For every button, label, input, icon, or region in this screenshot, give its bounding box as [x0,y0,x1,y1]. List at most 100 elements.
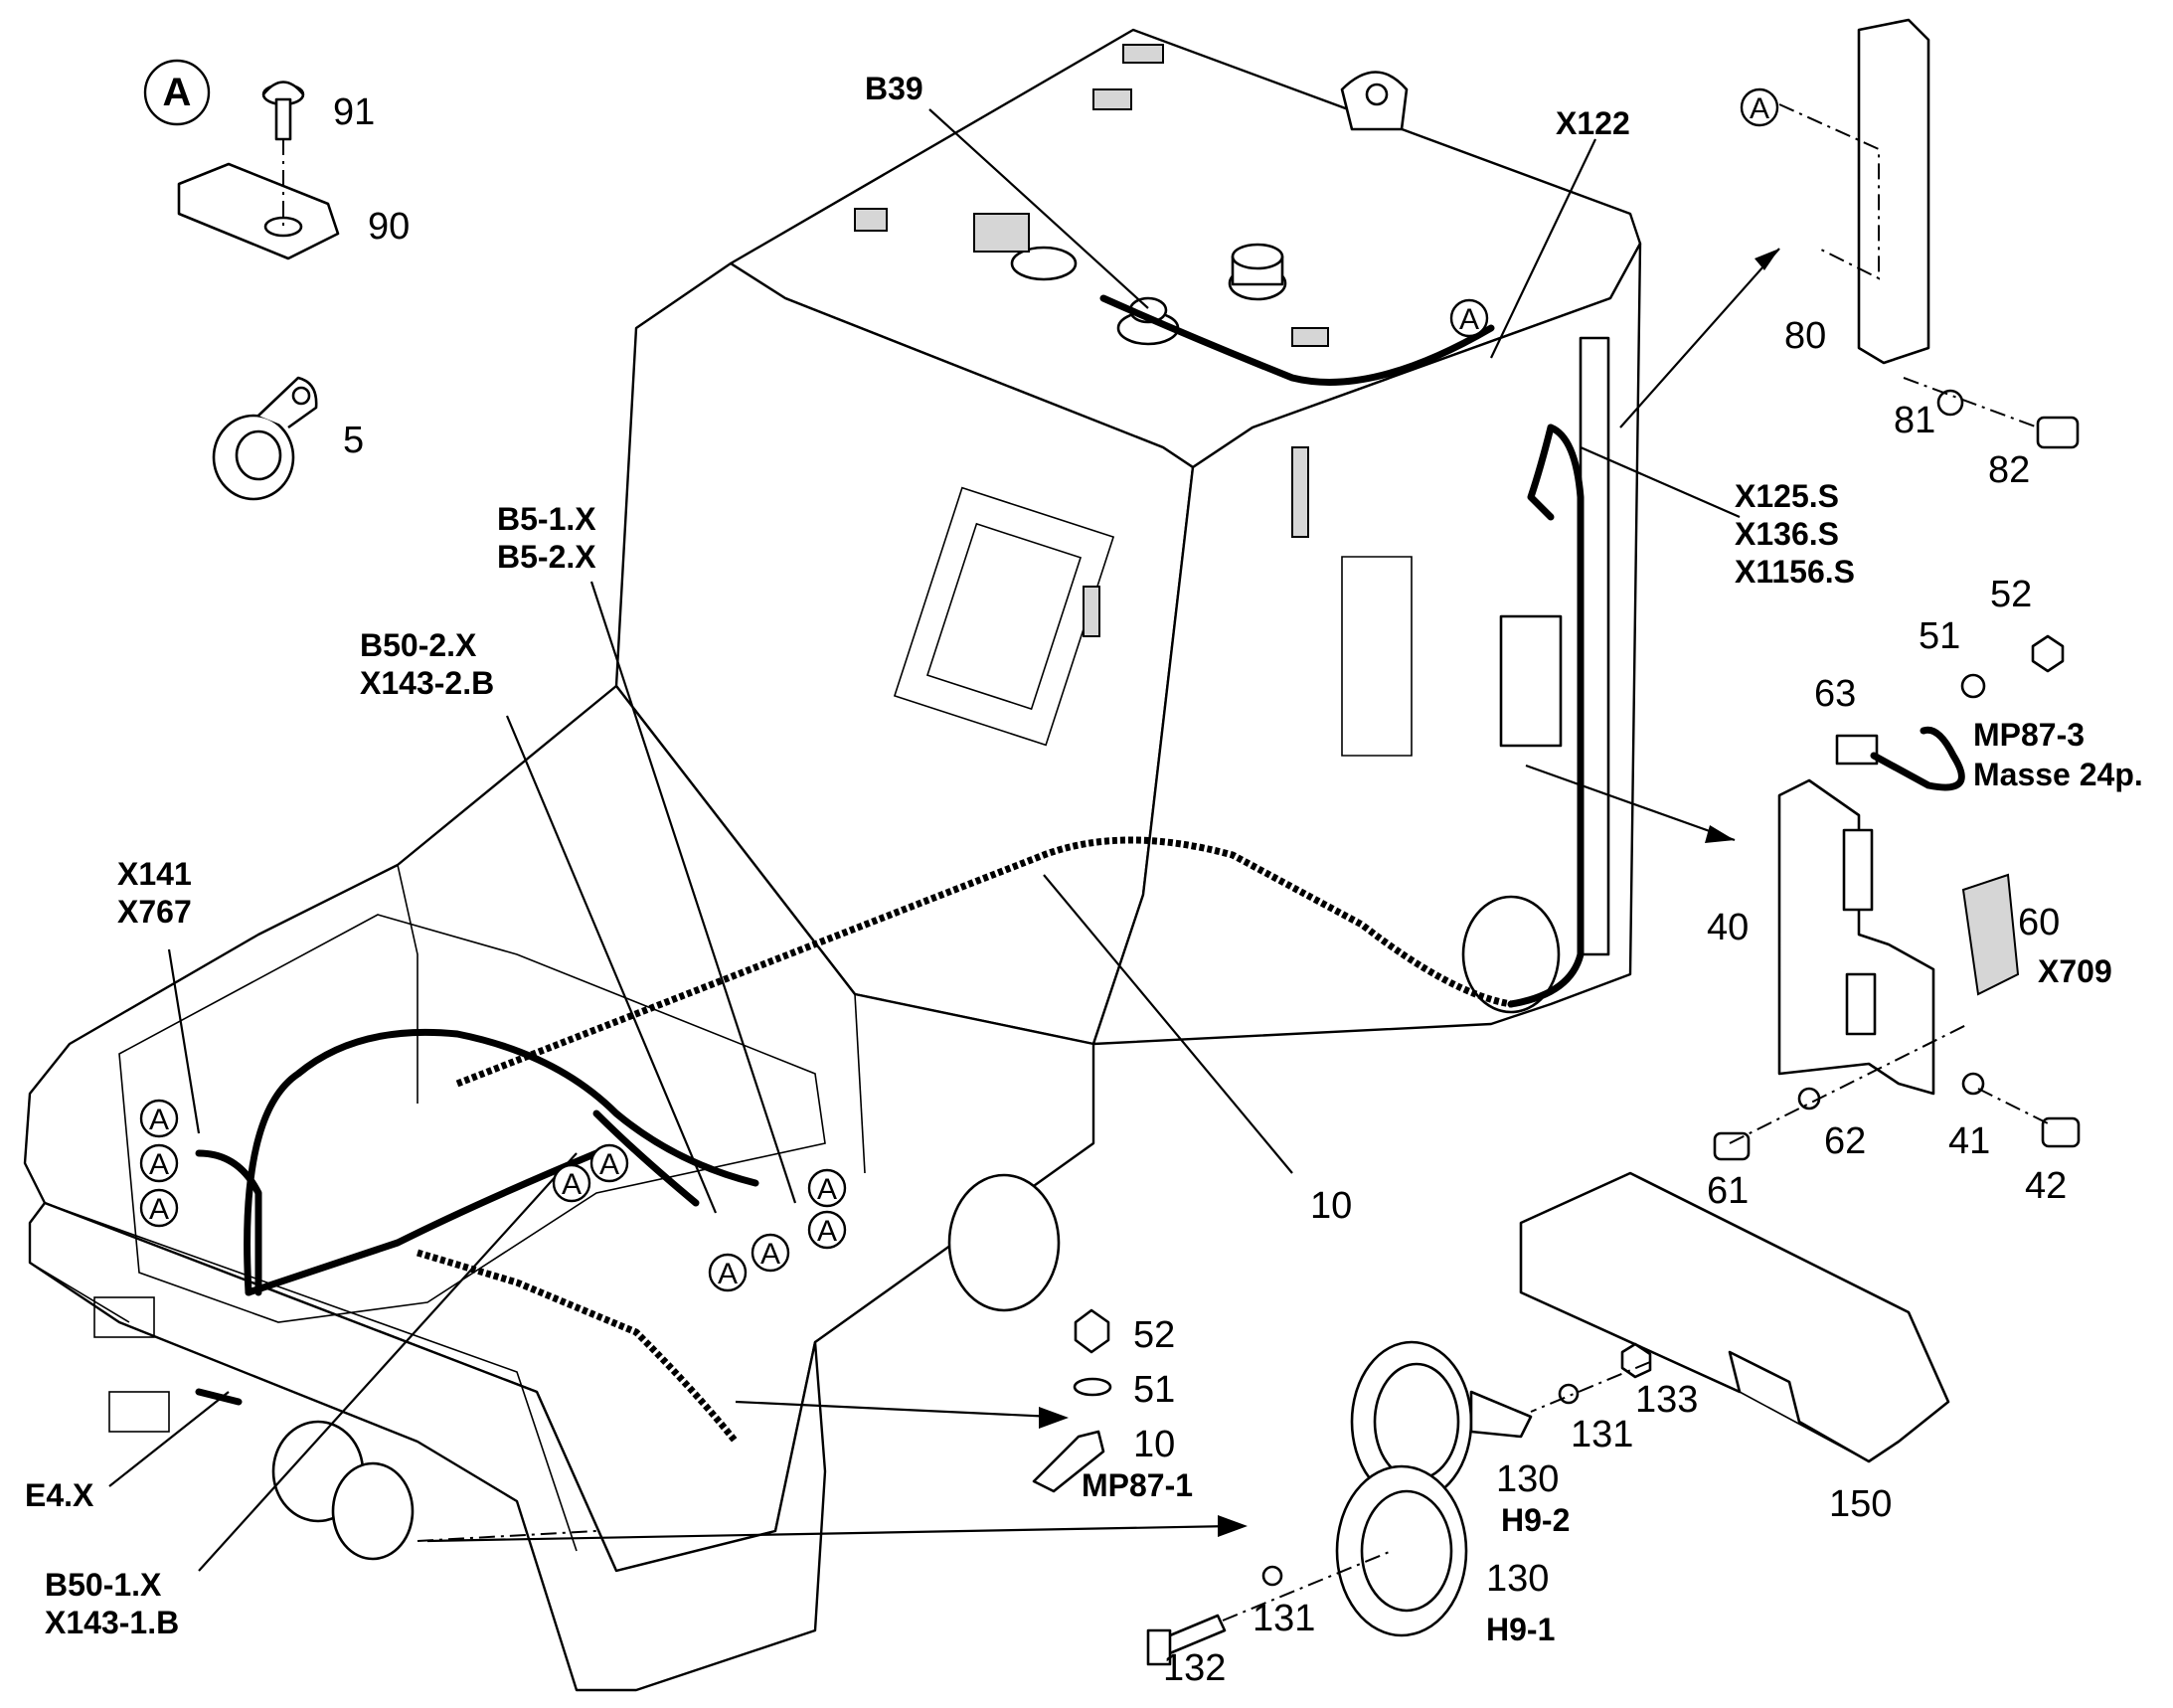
label-h9-2: H9-2 [1501,1502,1570,1538]
nut-52-bottom [1074,1308,1110,1354]
item-41: 41 [1948,1120,1990,1162]
detail-parts [177,18,2081,1666]
leader-lines [108,108,1780,1572]
label-x143-1b: X143-1.B [45,1605,179,1640]
ref-a-7: A [807,1210,847,1250]
item-61: 61 [1707,1170,1749,1212]
item-130-bottom: 130 [1486,1558,1549,1600]
ref-a-9: A [751,1233,790,1273]
label-h9-1: H9-1 [1486,1612,1555,1647]
label-e4x: E4.X [25,1477,94,1513]
washer-131-top [1558,1383,1580,1405]
label-x136s: X136.S [1735,516,1839,552]
item-10-harness: 10 [1310,1185,1352,1227]
screw-91 [261,81,305,141]
item-91: 91 [333,91,375,133]
label-x122: X122 [1556,105,1630,141]
label-x125s: X125.S [1735,478,1839,514]
label-b50-1x: B50-1.X [45,1567,162,1603]
svg-text:A: A [760,1238,780,1271]
item-60: 60 [2018,902,2060,943]
label-b5-1x: B5-1.X [497,501,596,537]
screw-82 [2036,416,2080,449]
svg-text:A: A [149,1104,169,1136]
screw-42 [2041,1116,2081,1148]
strip-80 [1778,18,1930,365]
svg-text:A: A [149,1193,169,1226]
b39-sensor [973,213,1030,253]
ground-cable-63 [1835,726,1965,791]
nut-133 [1620,1342,1652,1379]
ref-a-x122: A [1449,298,1489,338]
ref-a-8: A [708,1253,748,1292]
horn-h9-2 [1350,1340,1533,1503]
item-133: 133 [1635,1379,1698,1421]
label-x1156s: X1156.S [1735,554,1855,590]
screw-61 [1713,1131,1751,1161]
label-x143-2b: X143-2.B [360,665,494,701]
svg-text:A: A [1750,92,1769,125]
svg-text:A: A [562,1168,582,1201]
washer-81 [1936,389,1964,417]
clip-90 [177,162,340,260]
item-150: 150 [1829,1483,1892,1525]
item-52-bottom: 52 [1133,1314,1175,1356]
designator-labels: B39 X122 X125.S X136.S X1156.S B5-1.X B5… [25,71,2143,1647]
item-40: 40 [1707,907,1749,948]
cable-lug-10 [1032,1430,1105,1493]
nut-52-top [2031,634,2065,673]
cover-plate-left [947,1173,1061,1312]
ref-a-5: A [589,1143,629,1183]
svg-text:A: A [1459,303,1479,336]
cover-plate-right [1461,895,1561,1014]
item-81: 81 [1894,400,1935,441]
item-42: 42 [2025,1165,2067,1207]
ref-a-3: A [139,1188,179,1228]
item-5: 5 [343,420,364,461]
wiring-harness [195,294,1585,1542]
label-mp87-1: MP87-1 [1082,1467,1193,1503]
label-x709: X709 [2038,953,2112,989]
item-131-bottom: 131 [1253,1598,1315,1639]
plate-150 [1519,1171,1950,1463]
bracket-40 [1777,778,1935,1096]
svg-text:A: A [149,1148,169,1181]
clamp-5 [212,376,318,501]
item-90: 90 [368,206,410,248]
item-130-top: 130 [1496,1458,1559,1500]
label-b5-2x: B5-2.X [497,539,596,575]
item-80: 80 [1784,315,1826,357]
label-mp87-3: MP87-3 [1973,717,2085,753]
machine-body [23,28,1642,1692]
ref-a-legend: A [143,59,211,126]
service-hatch [893,486,1115,747]
label-x141: X141 [117,856,192,892]
ref-a-1: A [139,1099,179,1138]
ref-a-2: A [139,1143,179,1183]
washer-131-bottom [1261,1565,1283,1587]
svg-text:A: A [163,71,192,114]
item-63: 63 [1814,673,1856,715]
item-51-top: 51 [1919,615,1960,657]
chassis-front [28,1201,827,1692]
svg-text:A: A [599,1148,619,1181]
item-131-top: 131 [1571,1414,1633,1455]
item-82: 82 [1988,449,2030,491]
label-b39: B39 [865,71,923,106]
washer-51-bottom [1073,1377,1112,1397]
washer-62 [1797,1087,1821,1110]
ref-a-6: A [807,1168,847,1208]
cabin-right-face [1091,242,1642,1046]
item-132: 132 [1163,1647,1226,1689]
connector-60 [1961,873,2020,996]
reference-markers: A A A A A A A A A A A A [139,59,1779,1292]
ref-a-4: A [552,1163,591,1203]
horn-h9-1 [1335,1464,1468,1637]
item-numbers: 91 90 5 80 81 82 52 51 63 40 60 62 41 61… [333,91,2067,1689]
svg-text:A: A [817,1173,837,1206]
svg-text:A: A [718,1258,738,1290]
vertical-rail [1579,336,1610,956]
label-x767: X767 [117,894,192,930]
